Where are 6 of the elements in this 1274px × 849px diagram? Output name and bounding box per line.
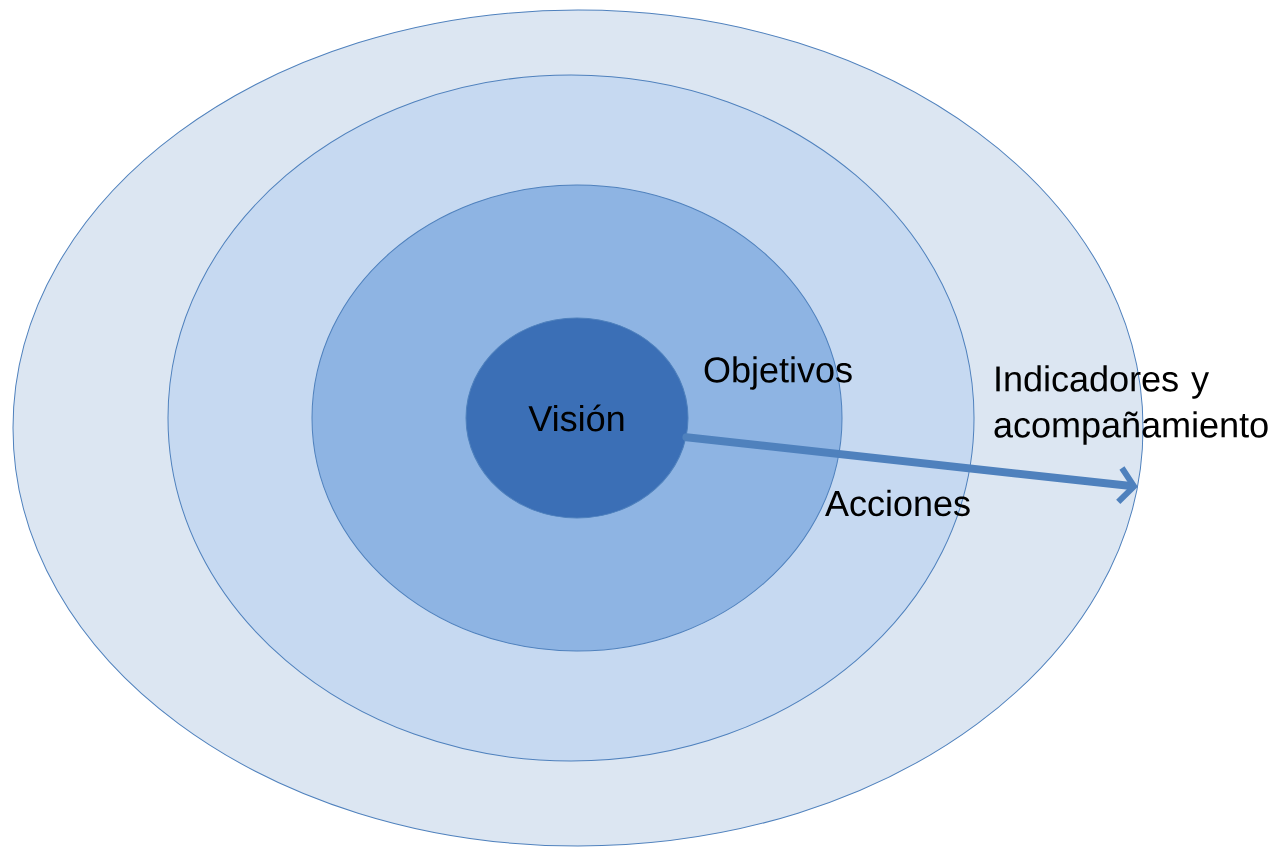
center-circle xyxy=(465,317,689,519)
ring-label: Indicadores y acompañamiento xyxy=(994,365,1268,445)
ring-label: Acciones xyxy=(825,489,970,517)
arrow xyxy=(682,433,1138,504)
ring-label: Objetivos xyxy=(704,356,852,390)
ring-label: Visión xyxy=(528,404,624,432)
